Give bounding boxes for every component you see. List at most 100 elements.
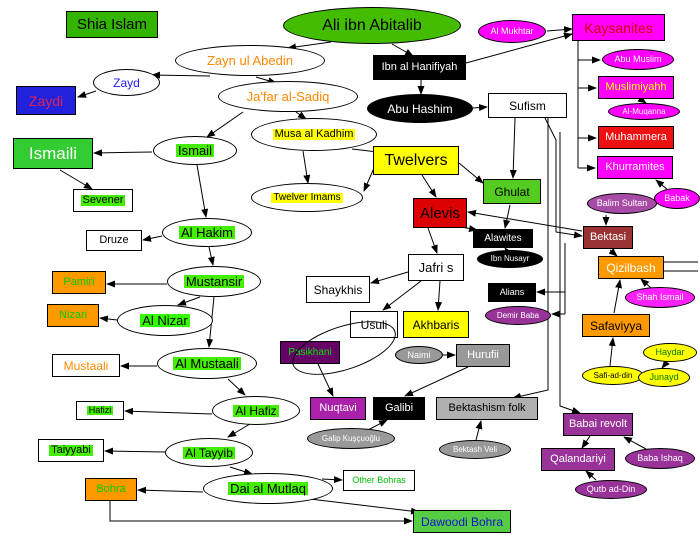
- sevener-label: Sevener: [80, 194, 126, 206]
- node-alawites: Alawites: [473, 229, 533, 248]
- kaysanites-label: Kaysanites: [584, 19, 653, 36]
- hurufii-label: Hurufii: [467, 349, 499, 361]
- al-nizar-label: Al Nizar: [140, 313, 190, 328]
- edge-68: [608, 337, 616, 367]
- node-musa-al-kadhim: Musa al Kadhim: [251, 118, 377, 151]
- baba-ishaq-label: Baba Ishaq: [637, 453, 683, 463]
- node-taiyyabi: Taiyyabi: [38, 439, 104, 462]
- node-zayd: Zayd: [93, 69, 160, 96]
- edge-33: [382, 280, 422, 311]
- edge-55: [309, 498, 420, 515]
- nizari-label: Nizari: [58, 309, 88, 321]
- node-al-mukhtar: Al Mukhtar: [478, 20, 546, 43]
- edge-40: [196, 164, 209, 218]
- node-ibn-nusayr: Ibn Nusayr: [477, 250, 543, 268]
- node-al-hakim: Al Hakim: [162, 218, 252, 247]
- node-alevis: Alevis: [413, 198, 467, 228]
- node-pasikhani: Pasikhani: [280, 341, 340, 364]
- node-twelver-imams: Twelver Imams: [251, 183, 363, 212]
- bektash-veli-label: Bektash Veli: [452, 444, 498, 454]
- dawoodi-bohra-label: Dawoodi Bohra: [420, 514, 504, 529]
- babai-revolt-label: Babai revolt: [568, 418, 628, 430]
- node-muhammera: Muhammera: [598, 126, 674, 149]
- node-naimi: Naimi: [395, 346, 443, 364]
- edge-18: [302, 150, 311, 184]
- node-babai-revolt: Babai revolt: [563, 413, 633, 436]
- node-babak: Babak: [654, 188, 700, 209]
- qizilbash-label: Qizilbash: [606, 260, 656, 275]
- node-al-tayyib: Al Tayyib: [165, 438, 253, 467]
- edge-27: [585, 470, 597, 481]
- edge-72: [467, 209, 583, 232]
- node-akhbaris: Akhbaris: [403, 311, 469, 338]
- node-haydar: Haydar: [643, 343, 697, 362]
- pamiri-label: Pamiri: [63, 276, 95, 288]
- al-hafiz-label: Al Hafiz: [233, 403, 279, 418]
- edge-41: [142, 234, 163, 242]
- node-al-hafiz: Al Hafiz: [212, 396, 300, 425]
- edge-45: [99, 315, 118, 323]
- edge-22: [509, 117, 517, 179]
- al-mustaali-label: Al Mustaali: [173, 356, 241, 371]
- node-mustaali: Mustaali: [52, 354, 120, 377]
- jafri-s-label: Jafri s: [418, 260, 454, 275]
- edge-10: [472, 104, 488, 112]
- edge-56: [109, 501, 413, 525]
- al-mukhtar-label: Al Mukhtar: [490, 26, 534, 36]
- edge-1: [391, 43, 414, 57]
- node-kaysanites: Kaysanites: [572, 14, 665, 41]
- edge-71: [503, 204, 511, 229]
- edge-50: [227, 423, 251, 438]
- edge-59: [404, 366, 469, 397]
- alevis-label: Alevis: [419, 204, 460, 222]
- qalandariyi-label: Qalandariyi: [550, 453, 606, 465]
- node-abu-hashim: Abu Hashim: [367, 94, 473, 123]
- node-dawoodi-bohra: Dawoodi Bohra: [413, 510, 511, 533]
- edge-25: [559, 132, 581, 414]
- edge-53: [137, 486, 204, 494]
- abu-hashim-label: Abu Hashim: [387, 101, 453, 116]
- galibi-label: Galibi: [384, 402, 414, 414]
- node-safaviyya: Safaviyya: [582, 314, 650, 337]
- other-bohras-label: Other Bohras: [352, 475, 406, 485]
- node-baba-ishaq: Baba Ishaq: [625, 448, 695, 469]
- junayd-label: Junayd: [649, 372, 679, 382]
- edge-51: [104, 447, 166, 455]
- zaydi-label: Zaydi: [28, 92, 64, 109]
- sufism-label: Sufism: [509, 98, 546, 113]
- node-hafizi: Hafizi: [76, 401, 124, 420]
- edge-54: [321, 476, 343, 484]
- edge-48: [227, 378, 246, 396]
- node-qutb-ad-din: Qutb ad-Din: [575, 480, 647, 499]
- edge-5: [77, 90, 97, 98]
- bektasi-label: Bektasi: [589, 231, 627, 243]
- node-dai-al-mutlaq: Dai al Mutlaq: [203, 473, 333, 504]
- node-twelvers: Twelvers: [373, 146, 459, 175]
- node-demir-baba: Demir Baba: [485, 306, 551, 325]
- dai-al-mutlaq-label: Dai al Mutlaq: [228, 481, 308, 496]
- al-hakim-label: Al Hakim: [178, 225, 235, 240]
- node-junayd: Junayd: [638, 368, 690, 387]
- edge-42: [207, 246, 215, 266]
- demir-baba-label: Demir Baba: [496, 310, 540, 320]
- node-hurufii: Hurufii: [456, 344, 510, 367]
- node-bektash-veli: Bektash Veli: [439, 440, 511, 459]
- node-safi-ad-din: Safi-ad-din: [582, 366, 644, 385]
- akhbaris-label: Akhbaris: [412, 317, 460, 332]
- ali-ibn-abitalib-label: Ali ibn Abitalib: [322, 16, 422, 34]
- twelvers-label: Twelvers: [384, 151, 448, 169]
- node-galibi: Galibi: [373, 397, 425, 420]
- haydar-label: Haydar: [655, 347, 685, 357]
- ibn-al-hanifiyah-label: Ibn al Hanifiyah: [381, 61, 458, 73]
- edge-38: [93, 149, 153, 157]
- qutb-ad-din-label: Qutb ad-Din: [586, 484, 636, 494]
- node-mustansir: Mustansir: [167, 266, 261, 297]
- edge-49: [124, 407, 213, 415]
- node-nizari: Nizari: [47, 304, 99, 327]
- mustaali-label: Mustaali: [63, 358, 109, 373]
- node-galip-kuscuoglu: Galip Kuşçuoğlu: [307, 428, 395, 449]
- node-shah-ismail: Shah Ismail: [625, 287, 695, 308]
- edge-19: [363, 167, 375, 192]
- edge-23: [544, 117, 583, 239]
